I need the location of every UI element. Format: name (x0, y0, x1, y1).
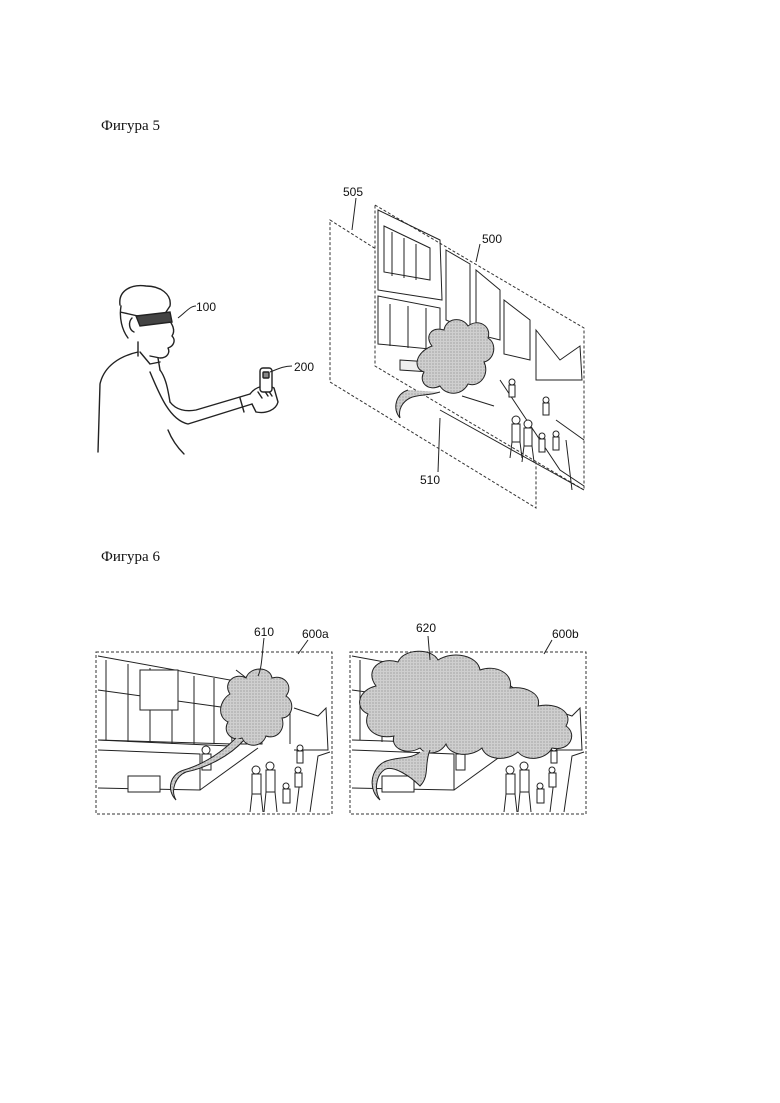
leader-500 (476, 244, 480, 262)
panel-600b (350, 651, 586, 814)
panel-600a (96, 652, 332, 814)
leader-505 (352, 198, 356, 230)
user-figure (98, 286, 278, 454)
label-smoke-large: 620 (416, 621, 436, 635)
label-screen: 500 (482, 232, 502, 246)
label-panel-a: 600a (302, 627, 329, 641)
leader-200 (270, 366, 292, 372)
label-hmd: 100 (196, 300, 216, 314)
leader-510 (438, 418, 440, 472)
label-controller: 200 (294, 360, 314, 374)
label-smoke-small: 610 (254, 625, 274, 639)
leader-100 (178, 306, 196, 318)
label-panel-b: 600b (552, 627, 579, 641)
label-virtual-layer: 505 (343, 185, 363, 199)
label-smoke: 510 (420, 473, 440, 487)
hmd-device (120, 312, 172, 326)
